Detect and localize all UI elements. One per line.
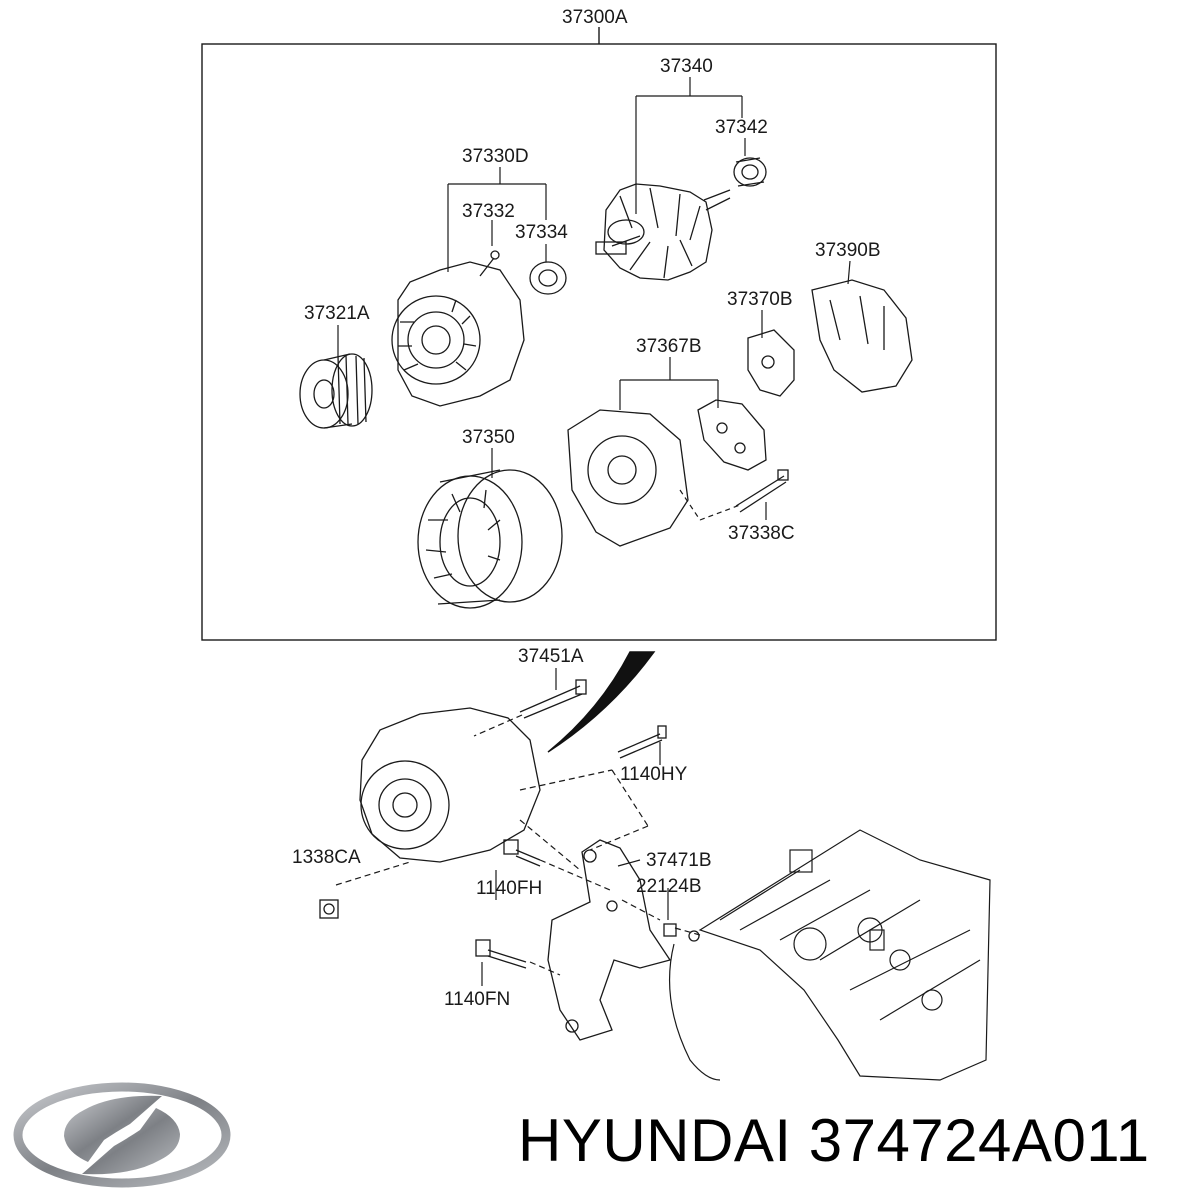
- callout-37350: 37350: [462, 427, 515, 448]
- callout-37300A: 37300A: [562, 7, 628, 28]
- leader-lines: [335, 77, 851, 986]
- callout-37367B: 37367B: [636, 336, 702, 357]
- bolt-1140FN: [475, 939, 527, 969]
- bolt-37338C: [735, 469, 789, 513]
- bolt-1140FH: [503, 839, 541, 867]
- nut-1338CA: [319, 899, 339, 919]
- brush-holder-part: [747, 329, 795, 397]
- callout-22124B: 22124B: [636, 876, 702, 897]
- rear-cover-part: [811, 279, 913, 393]
- part-caption: HYUNDAI 374724A011: [518, 1106, 1150, 1176]
- callout-37451A: 37451A: [518, 646, 584, 667]
- bracket-part: [547, 839, 672, 1041]
- drive-belt: [547, 651, 656, 753]
- part-number: 374724A011: [808, 1107, 1150, 1174]
- engine-block: [668, 829, 991, 1081]
- rotor-part: [595, 183, 731, 281]
- callout-37370B: 37370B: [727, 289, 793, 310]
- front-housing-part: [391, 261, 525, 407]
- callout-37471B: 37471B: [646, 850, 712, 871]
- brand-name: HYUNDAI: [518, 1107, 792, 1174]
- callout-1338CA: 1338CA: [292, 847, 361, 868]
- callout-37330D: 37330D: [462, 146, 529, 167]
- regulator-plate: [697, 399, 767, 471]
- bearing-37342: [733, 157, 767, 187]
- callout-37332: 37332: [462, 201, 515, 222]
- callout-1140FH: 1140FH: [476, 878, 543, 899]
- callout-1140FN: 1140FN: [444, 989, 511, 1010]
- hyundai-logo-icon: [12, 1080, 232, 1195]
- bearing-37334: [529, 261, 567, 295]
- bolt-1140HY: [617, 725, 667, 759]
- pin-22124B: [663, 923, 700, 942]
- assembly-frame: [201, 43, 997, 641]
- bolt-37451A: [519, 679, 587, 719]
- rear-housing-part: [567, 409, 689, 547]
- pulley-part: [299, 353, 373, 429]
- callout-1140HY: 1140HY: [620, 764, 688, 785]
- callout-37338C: 37338C: [728, 523, 795, 544]
- callout-37334: 37334: [515, 222, 568, 243]
- installed-alternator: [359, 707, 541, 863]
- stator-part: [417, 469, 563, 609]
- callout-37321A: 37321A: [304, 303, 370, 324]
- callout-37390B: 37390B: [815, 240, 881, 261]
- callout-37342: 37342: [715, 117, 768, 138]
- screw-37332: [479, 250, 500, 277]
- callout-37340: 37340: [660, 56, 713, 77]
